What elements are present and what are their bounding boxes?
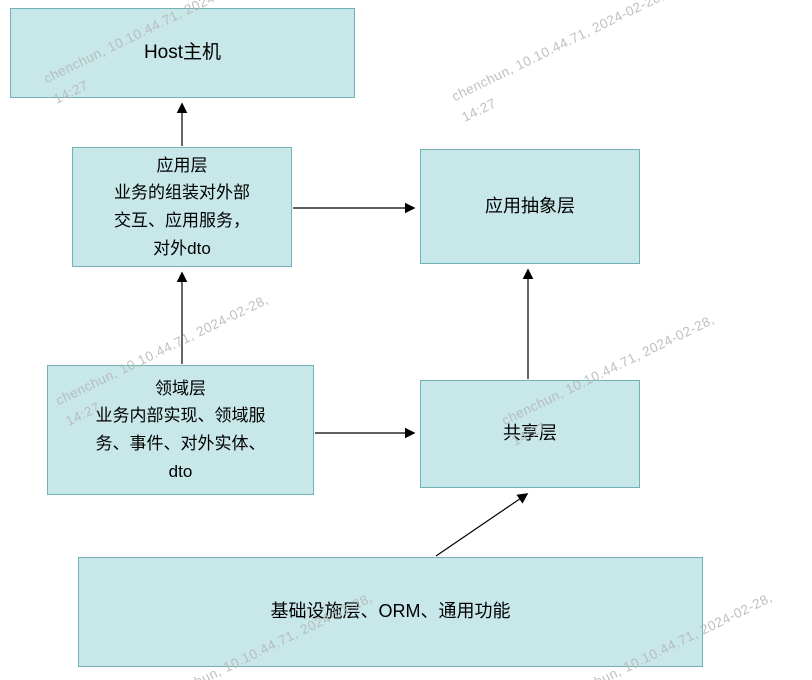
node-shared-layer-label: 共享层	[503, 423, 557, 444]
node-infrastructure-layer: 基础设施层、ORM、通用功能	[78, 557, 703, 667]
watermark-line2: 14:27	[459, 95, 499, 125]
node-infrastructure-layer-label: 基础设施层、ORM、通用功能	[270, 601, 511, 622]
edge-infra-to-shared	[435, 493, 529, 557]
node-application-abstraction-layer-label: 应用抽象层	[485, 195, 575, 216]
node-application-layer-label: 应用层 业务的组装对外部 交互、应用服务， 对外dto	[114, 155, 250, 258]
node-application-abstraction-layer: 应用抽象层	[420, 149, 640, 264]
node-application-layer: 应用层 业务的组装对外部 交互、应用服务， 对外dto	[72, 147, 292, 267]
node-domain-layer-label: 领域层 业务内部实现、领域服 务、事件、对外实体、 dto	[95, 378, 266, 481]
node-host: Host主机	[10, 8, 355, 98]
watermark-line1: chenchun, 10.10.44.71, 2024-02-28,	[449, 0, 667, 105]
node-domain-layer: 领域层 业务内部实现、领域服 务、事件、对外实体、 dto	[47, 365, 314, 495]
node-shared-layer: 共享层	[420, 380, 640, 488]
node-host-label: Host主机	[143, 41, 222, 63]
watermark: chenchun, 10.10.44.71, 2024-02-28, 14:27	[448, 0, 679, 129]
